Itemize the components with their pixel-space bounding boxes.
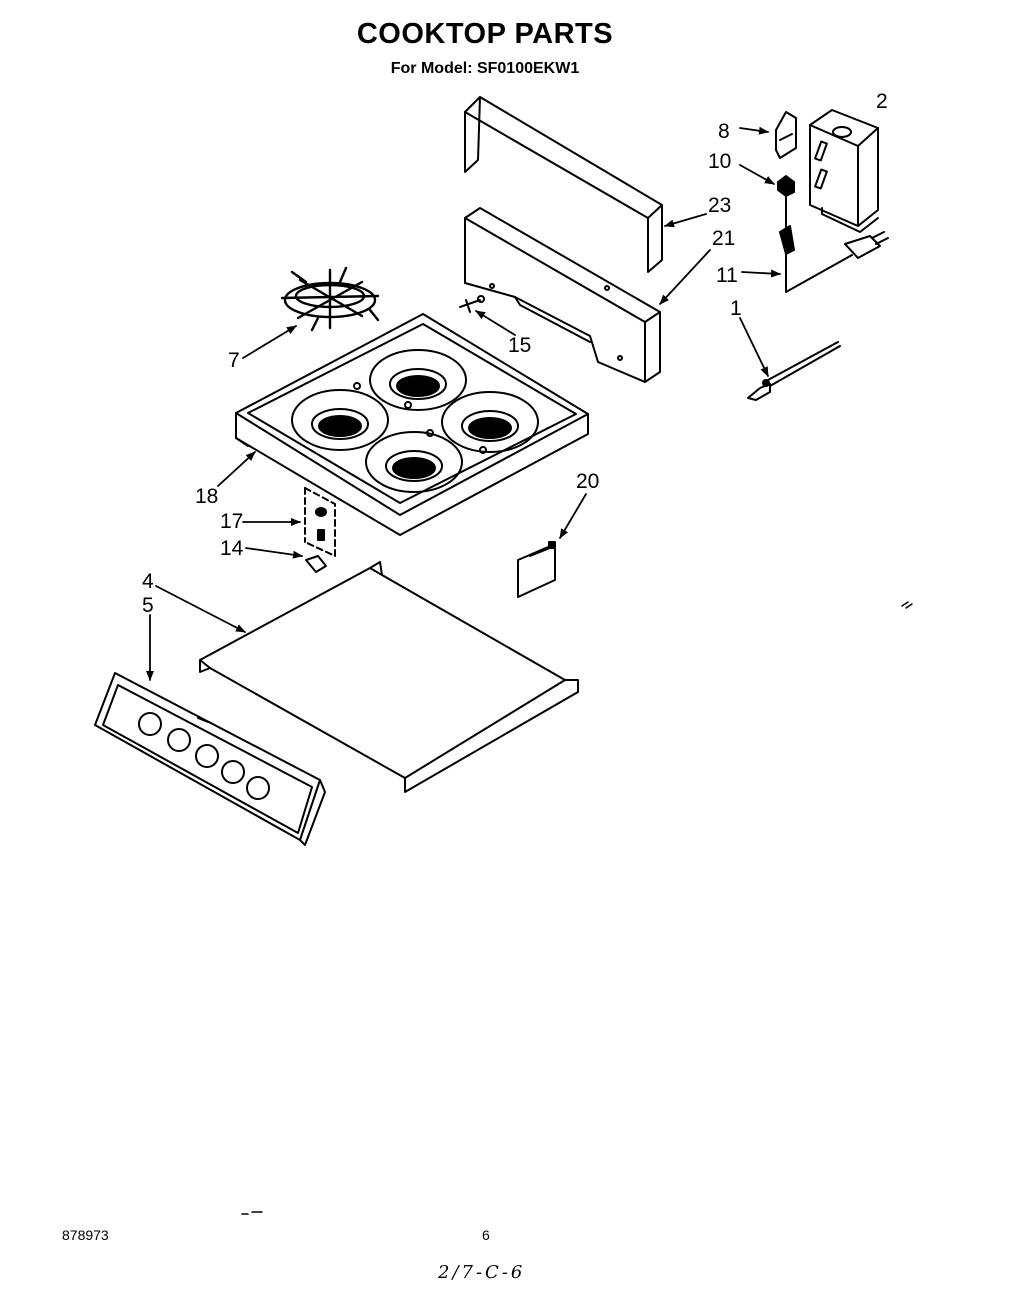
part-2-bracket <box>809 109 879 233</box>
part-7-grate <box>280 266 380 332</box>
part-11-harness <box>779 225 889 293</box>
callout-20: 20 <box>576 470 599 493</box>
callout-18: 18 <box>195 485 218 508</box>
callout-21: 21 <box>712 227 735 250</box>
handwritten-note: 2/7-C-6 <box>438 1262 526 1283</box>
callout-23: 23 <box>708 194 731 217</box>
callout-5: 5 <box>142 594 154 617</box>
part-21-backguard <box>464 207 661 383</box>
callout-8: 8 <box>718 120 730 143</box>
part-1-electrode <box>747 341 841 401</box>
part-10-connector <box>777 175 795 231</box>
callout-1: 1 <box>730 297 742 320</box>
part-20-bracket <box>517 541 556 598</box>
callout-10: 10 <box>708 150 731 173</box>
callout-7: 7 <box>228 349 240 372</box>
callout-2: 2 <box>876 90 888 113</box>
callout-14: 14 <box>220 537 244 560</box>
part-5-control-panel <box>94 672 326 846</box>
model-subtitle: For Model: SF0100EKW1 <box>390 60 580 77</box>
part-18-cooktop <box>235 313 589 536</box>
scan-marks <box>241 601 913 1215</box>
callout-11: 11 <box>716 264 738 287</box>
part-23-rear-trim <box>464 96 663 273</box>
callout-15: 15 <box>508 334 531 357</box>
callout-4: 4 <box>142 570 154 593</box>
page-title: COOKTOP PARTS <box>356 18 614 50</box>
callout-leaders <box>146 126 781 681</box>
callout-labels: 2 8 10 23 21 11 1 15 7 18 20 17 14 4 5 <box>142 90 888 617</box>
callout-17: 17 <box>220 510 243 533</box>
document-number: 878973 <box>62 1227 109 1243</box>
page-number: 6 <box>482 1227 490 1243</box>
part-15-screw <box>459 295 485 313</box>
part-17-14-hardware <box>304 487 336 573</box>
part-8-switch <box>775 111 797 159</box>
part-4-tray <box>199 561 579 793</box>
